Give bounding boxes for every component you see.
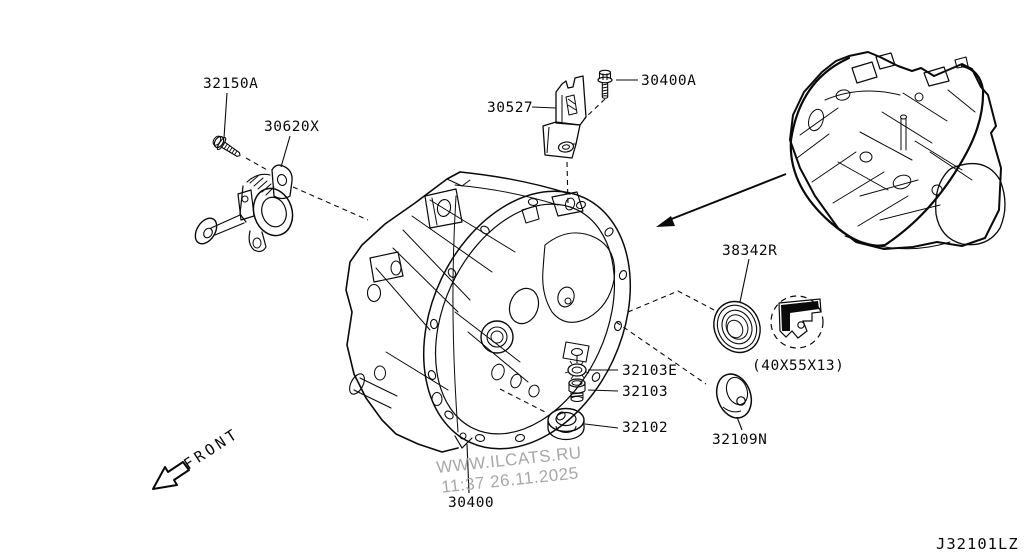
- oil-seal-drawing: [713, 300, 761, 354]
- bracket-30527-drawing: [542, 75, 587, 159]
- assembly-ribs: [796, 89, 976, 250]
- part-label-30400[interactable]: 30400: [448, 495, 494, 511]
- release-cylinder-drawing: [194, 164, 294, 253]
- front-arrow-icon: [152, 461, 190, 490]
- part-label-30400A[interactable]: 30400A: [641, 73, 696, 89]
- assembly-pointer-arrow: [656, 173, 787, 227]
- part-label-30620X[interactable]: 30620X: [264, 119, 319, 135]
- case-ribs: [375, 199, 529, 391]
- seal-ring-32102-drawing: [547, 407, 585, 441]
- part-label-32103E[interactable]: 32103E: [622, 363, 677, 379]
- dashed-leader-lines: [245, 98, 719, 414]
- part-label-32150A[interactable]: 32150A: [203, 76, 258, 92]
- transmission-case-drawing: [345, 171, 632, 453]
- rim-bolt-holes: [427, 198, 628, 443]
- front-indicator: FRONT: [152, 424, 243, 490]
- diagram-code: J32101LZ: [936, 535, 1019, 553]
- transaxle-assembly-drawing: [789, 51, 1006, 250]
- bolt-32150a-drawing: [212, 135, 241, 157]
- part-label-32102[interactable]: 32102: [622, 420, 668, 436]
- part-label-30527[interactable]: 30527: [487, 100, 533, 116]
- seal-size-label: (40X55X13): [752, 358, 844, 374]
- plug-32103-drawing: [568, 378, 586, 402]
- bolt-30400a-drawing: [597, 69, 613, 99]
- seal-section-detail: [770, 295, 824, 349]
- part-label-32103[interactable]: 32103: [622, 384, 668, 400]
- cap-32109n-drawing: [715, 373, 753, 419]
- front-label: FRONT: [180, 424, 242, 473]
- spring-hatching: [249, 175, 275, 196]
- watermark: WWW.ILCATS.RU 11:37 26.11.2025: [435, 443, 582, 497]
- part-label-38342R[interactable]: 38342R: [722, 243, 777, 259]
- leader-lines: [223, 79, 750, 494]
- part-label-32109N[interactable]: 32109N: [712, 432, 767, 448]
- washer-32103e-drawing: [564, 360, 590, 380]
